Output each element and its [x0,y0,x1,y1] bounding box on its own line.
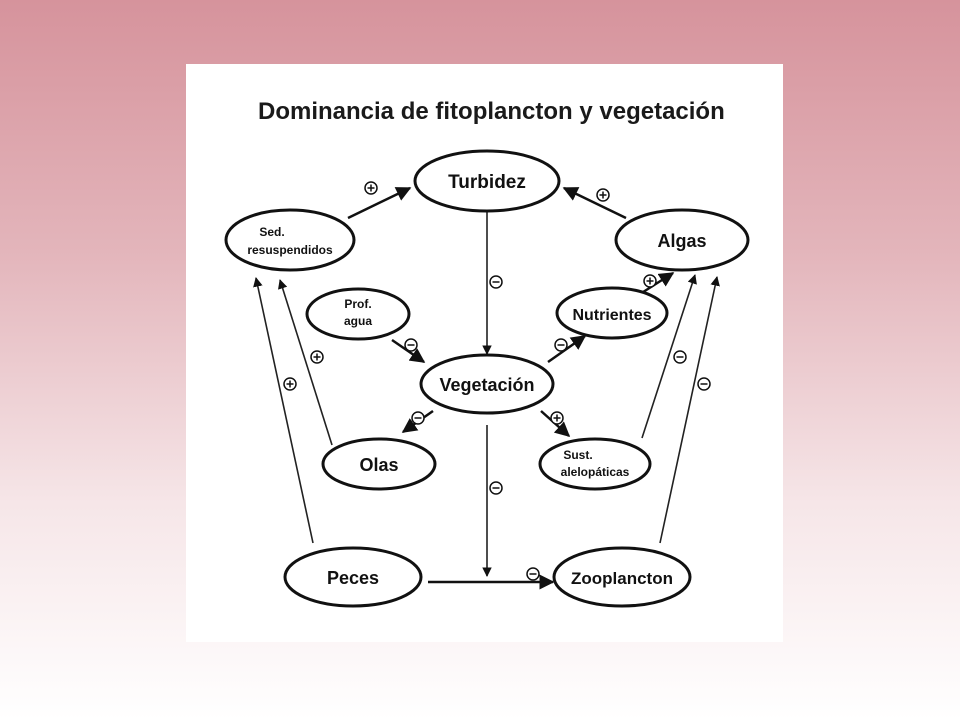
sign-negative-prof-vegetacion [404,338,418,352]
edge-zooplancton-to-algas [659,276,720,544]
edge-nutrientes-to-algas [639,271,675,296]
sign-negative-vegetacion-olas [411,411,425,425]
sign-negative-zooplancton-algas [697,377,711,391]
edge-sed-to-turbidez [347,186,412,220]
node-turbidez: Turbidez [413,149,561,213]
node-algas: Algas [614,208,750,272]
edge-vegetacion-to-nutrientes [547,334,587,364]
node-sed-label-line1: Sed. [259,225,284,239]
sign-negative-vegetacion-zooplancton [489,481,503,495]
node-prof-label-line2: agua [344,314,372,328]
node-sed-label-line2: resuspendidos [247,243,333,257]
sign-positive-nutrientes-algas [643,274,657,288]
edge-olas-to-sed [278,279,333,446]
node-peces: Peces [283,546,423,608]
node-nutrientes-label: Nutrientes [572,307,651,324]
node-vegetacion-label: Vegetación [439,375,534,395]
node-sust-label-line1: Sust. [563,448,592,462]
node-prof-label-line1: Prof. [344,297,371,311]
diagram-title: Dominancia de fitoplancton y vegetación [258,98,725,125]
sign-positive-peces-sed [283,377,297,391]
sign-positive-algas-turbidez [596,188,610,202]
sign-positive-sed-turbidez [364,181,378,195]
node-vegetacion: Vegetación [419,353,555,415]
sign-negative-peces-zooplancton [526,567,540,581]
node-olas: Olas [321,437,437,491]
node-turbidez-label: Turbidez [448,172,526,193]
node-nutrientes: Nutrientes [555,286,669,340]
node-olas-label: Olas [359,455,398,475]
node-sust-label-line2: alelopáticas [561,465,630,479]
sign-positive-olas-sed [310,350,324,364]
sign-negative-vegetacion-nutrientes [554,338,568,352]
node-sust-alelopaticas: Sust. alelopáticas [538,437,652,491]
edge-peces-to-sed [253,277,314,544]
node-peces-label: Peces [327,568,379,588]
sign-negative-sust-algas [673,350,687,364]
edge-sust-to-algas [641,274,697,439]
node-zooplancton-label: Zooplancton [571,569,673,588]
node-sed-resuspendidos: Sed. resuspendidos [224,208,356,272]
node-zooplancton: Zooplancton [552,546,692,608]
node-algas-label: Algas [657,231,706,251]
node-prof-agua: Prof. agua [305,287,411,341]
sign-negative-turbidez-vegetacion [489,275,503,289]
sign-positive-vegetacion-sust [550,411,564,425]
edge-algas-to-turbidez [562,186,627,220]
